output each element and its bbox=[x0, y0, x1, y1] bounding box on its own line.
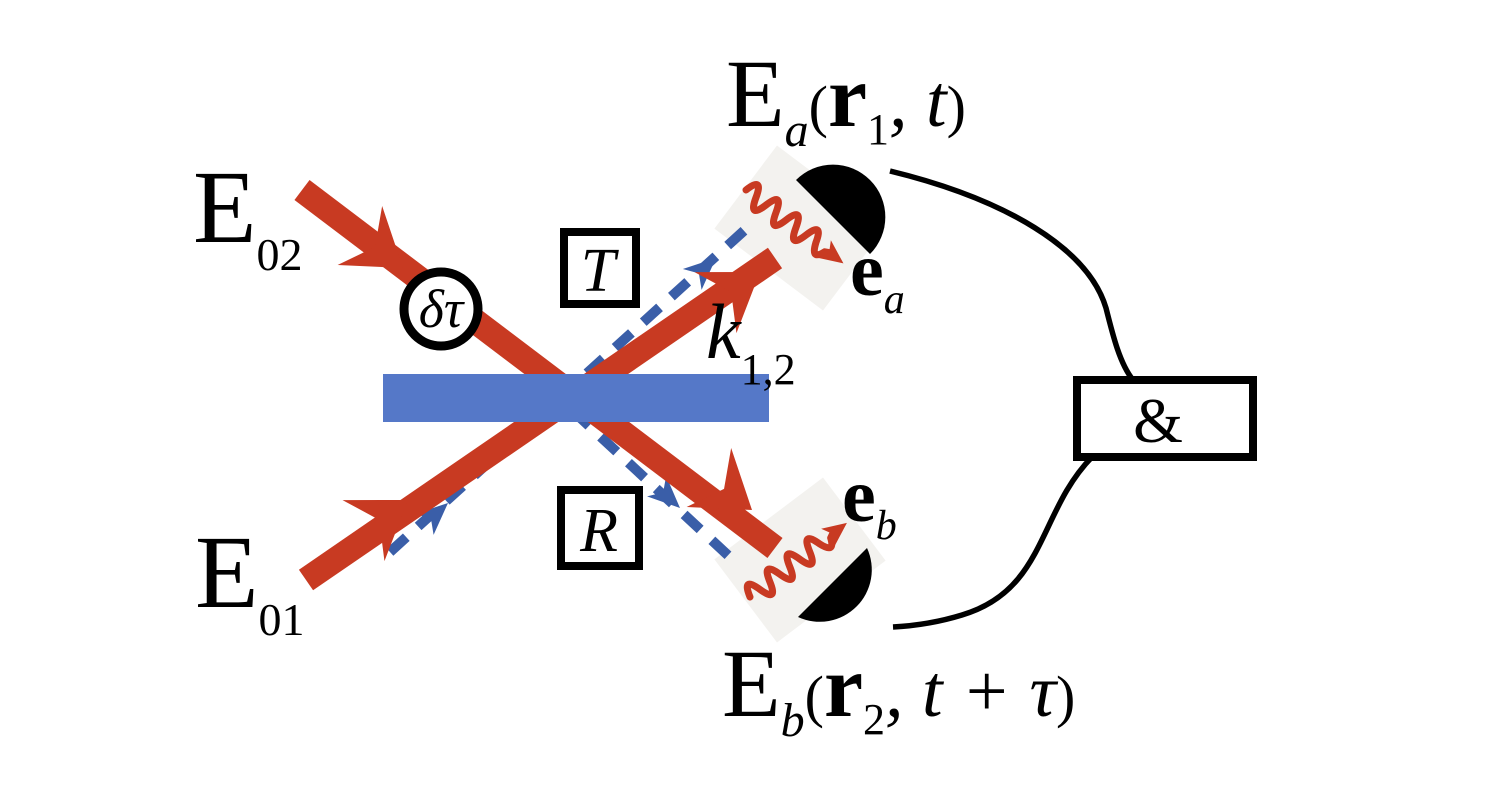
field-a-r-sub: 1 bbox=[867, 105, 889, 154]
field-a-close-paren: ) bbox=[947, 74, 966, 139]
field-b-close-paren: ) bbox=[1056, 664, 1075, 729]
field-b-sub: b bbox=[781, 694, 805, 747]
field-label-b: Eb(r2, t + τ) bbox=[722, 630, 1075, 747]
field-b-r-sub: 2 bbox=[863, 695, 885, 744]
transmission-box bbox=[560, 228, 640, 308]
input-label-e02: E02 bbox=[193, 150, 303, 280]
photon-wavy-arrow-b-icon bbox=[743, 522, 847, 601]
field-a-args: , t bbox=[889, 61, 949, 143]
polarization-label-a: ea bbox=[850, 228, 905, 323]
wavevector-label: k1,2 bbox=[706, 288, 796, 394]
field-a-r-vector: r bbox=[828, 49, 867, 146]
pol-a-subscript: a bbox=[884, 277, 905, 323]
pol-b-base: e bbox=[842, 454, 876, 538]
wire-detector-a bbox=[889, 168, 1136, 382]
pol-b-subscript: b bbox=[876, 503, 897, 549]
field-label-a: Ea(r1, t) bbox=[726, 40, 966, 157]
beam-arrow-icon bbox=[686, 447, 752, 510]
beam-arrow-icon bbox=[337, 205, 403, 268]
detector-b-icon bbox=[798, 548, 872, 622]
beam-splitter bbox=[383, 374, 769, 422]
reflection-label: R bbox=[579, 497, 618, 565]
dashed-arrow-icon bbox=[414, 503, 448, 535]
field-b-E: E bbox=[722, 630, 781, 737]
delay-circle bbox=[399, 267, 483, 351]
k-base: k bbox=[706, 288, 742, 375]
e01-subscript: 01 bbox=[259, 594, 305, 645]
coincidence-label: & bbox=[1133, 385, 1183, 456]
e02-base: E bbox=[193, 150, 257, 265]
polarization-label-b: eb bbox=[842, 454, 897, 549]
beam-arrow-icon bbox=[342, 500, 408, 562]
dashed-arrow-icon bbox=[647, 475, 680, 508]
input-label-e01: E01 bbox=[195, 515, 305, 645]
field-a-sub: a bbox=[785, 104, 809, 157]
beam-arrow-icon bbox=[694, 272, 760, 334]
k-subscript: 1,2 bbox=[741, 345, 796, 394]
delay-label: δτ bbox=[419, 279, 465, 339]
field-b-args: , t + τ bbox=[885, 651, 1058, 733]
e02-subscript: 02 bbox=[257, 229, 303, 280]
field-b-open-paren: ( bbox=[805, 664, 824, 729]
coincidence-box bbox=[1073, 376, 1257, 461]
field-a-open-paren: ( bbox=[809, 74, 828, 139]
field-b-r-vector: r bbox=[824, 639, 863, 736]
pol-a-base: e bbox=[850, 228, 884, 312]
beam-e02-to-detector-b bbox=[294, 180, 783, 558]
field-a-E: E bbox=[726, 40, 785, 147]
transmission-label: T bbox=[581, 237, 620, 305]
reflection-box bbox=[557, 486, 643, 570]
photon-wavy-arrow-a-icon bbox=[742, 181, 844, 264]
wire-detector-b bbox=[892, 455, 1094, 630]
detector-a-icon bbox=[796, 164, 886, 254]
e01-base: E bbox=[195, 515, 259, 630]
